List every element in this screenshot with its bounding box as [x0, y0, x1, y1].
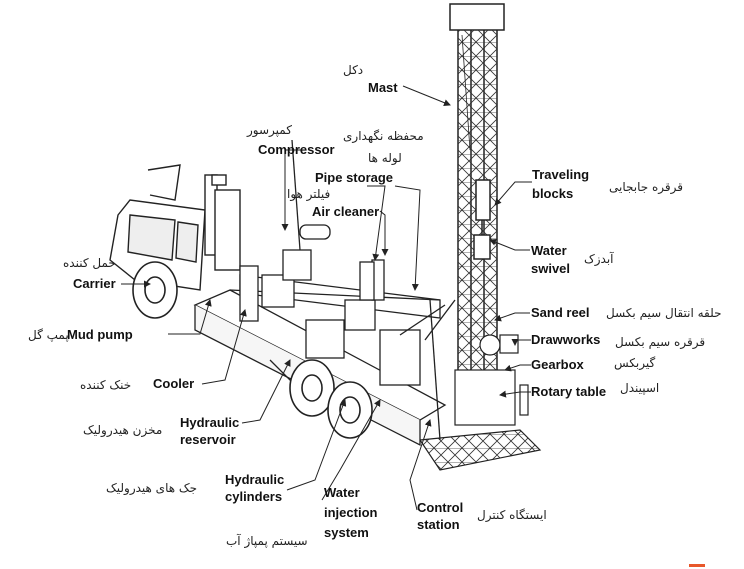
carrier-label: Carrier [73, 276, 116, 291]
compressor-label-fa: کمپرسور [247, 123, 292, 137]
wheels [132, 261, 373, 439]
rotary-table-label-fa: اسپیندل [620, 381, 660, 395]
sand-reel-label: Sand reel [531, 305, 590, 320]
gearbox-label: Gearbox [531, 357, 584, 372]
mast-label-fa: دکل [343, 63, 364, 77]
mast-label: Mast [368, 80, 398, 95]
hydraulic-reservoir-label-line1: Hydraulic [180, 415, 240, 430]
mud-pump-label: Mud pump [67, 327, 133, 342]
water-swivel-label-line1: Water [531, 243, 567, 258]
water-injection-label-line3: system [324, 525, 369, 540]
carrier-label-fa: حمل کننده [63, 256, 116, 270]
gearbox-label-fa: گیربکس [614, 356, 656, 370]
water-swivel-label-fa: آبدزک [584, 252, 614, 266]
deck-equipment [239, 139, 456, 441]
traveling-blocks-label-fa: قرقره جابجایی [609, 180, 683, 194]
carrier-cab [109, 164, 241, 291]
sand-reel-label-fa: حلقه انتقال سیم بکسل [606, 306, 722, 320]
traveling-blocks-label-line1: Traveling [532, 167, 590, 182]
air-cleaner-label: Air cleaner [312, 204, 380, 219]
hydraulic-cylinders-label-line2: cylinders [225, 489, 283, 504]
hydraulic-reservoir-label-line2: reservoir [180, 432, 236, 447]
control-station-label-line1: Control [417, 500, 464, 515]
traveling-blocks-label-line2: blocks [532, 186, 574, 201]
pipe-storage-label: Pipe storage [315, 170, 394, 185]
air-cleaner-label-fa: فیلتر هوا [287, 187, 331, 201]
drawworks-label-fa: قرقره سیم بکسل [615, 335, 706, 349]
rotary-table-label: Rotary table [531, 384, 607, 399]
leader-lines [121, 85, 532, 511]
pipe-storage-label-fa-line1: محفظه نگهداری [343, 129, 424, 143]
water-injection-label-line2: injection [324, 505, 378, 520]
mud-pump-label-fa: پمپ گل [28, 328, 69, 342]
accent-mark [689, 564, 705, 567]
drawworks-label: Drawworks [531, 332, 601, 347]
hydraulic-cylinders-label-line1: Hydraulic [225, 472, 285, 487]
cooler-label-fa: خنک کننده [80, 378, 132, 392]
pipe-storage-label-fa-line2: لوله ها [368, 151, 402, 165]
cooler-label: Cooler [153, 376, 195, 391]
hydraulic-reservoir-label-fa: مخزن هیدرولیک [83, 423, 163, 437]
water-swivel-label-line2: swivel [531, 261, 571, 276]
hydraulic-cylinders-label-fa: جک های هیدرولیک [106, 481, 198, 495]
control-station-label-fa: ایستگاه کنترل [477, 508, 547, 522]
water-injection-label-fa: سیستم پمپاژ آب [226, 534, 308, 548]
water-injection-label-line1: Water [324, 485, 360, 500]
compressor-label: Compressor [258, 142, 335, 157]
control-station-label-line2: station [417, 517, 460, 532]
